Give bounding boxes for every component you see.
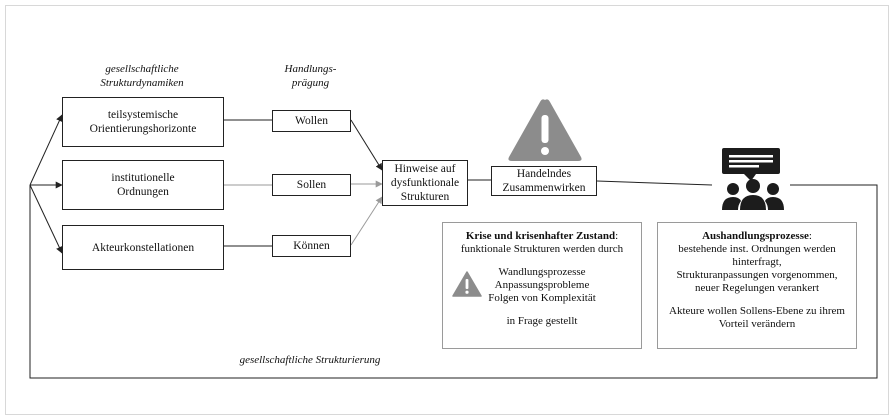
crisis-subtitle: funktionale Strukturen werden durch: [460, 243, 624, 255]
header-line: gesellschaftliche: [105, 63, 179, 75]
crisis-item: Anpassungsprobleme: [494, 279, 590, 291]
box-line: Orientierungshorizonte: [89, 123, 197, 135]
box-line: Ordnungen: [117, 186, 169, 198]
bottom-label: gesellschaftliche Strukturierung: [239, 354, 381, 366]
diagram-frame: [5, 5, 889, 415]
box-collective-action: Handelndes Zusammenwirken: [491, 166, 597, 196]
negotiation-heading: Aushandlungsprozesse:: [658, 223, 856, 243]
box-line: Hinweise auf: [394, 163, 456, 175]
negotiation-line: Strukturanpassungen vorgenommen,: [676, 269, 838, 281]
negotiation-title: Aushandlungsprozesse: [702, 230, 809, 242]
header-line: Handlungs-: [284, 63, 337, 75]
negotiation-footer-line: Akteure wollen Sollens-Ebene zu ihrem: [669, 305, 845, 317]
box-line: Zusammenwirken: [502, 182, 586, 194]
box-label: Sollen: [296, 179, 327, 191]
box-sollen: Sollen: [272, 174, 351, 196]
crisis-footer: in Frage gestellt: [506, 315, 578, 327]
box-subsystem-horizons: teilsystemische Orientierungshorizonte: [62, 97, 224, 147]
box-label: Können: [293, 240, 330, 252]
box-line: Akteurkonstellationen: [91, 241, 195, 254]
box-line: Handelndes: [516, 168, 572, 180]
box-line: institutionelle: [111, 172, 175, 184]
box-institutional-orders: institutionelle Ordnungen: [62, 160, 224, 210]
negotiation-box: Aushandlungsprozesse: bestehende inst. O…: [657, 222, 857, 349]
box-dysfunctional-hints: Hinweise auf dysfunktionale Strukturen: [382, 160, 468, 206]
box-actor-constellations: Akteurkonstellationen: [62, 225, 224, 270]
header-structural-dynamics: gesellschaftliche Strukturdynamiken: [82, 62, 202, 90]
warning-triangle-icon: [508, 99, 582, 161]
negotiation-line: neuer Regelungen verankert: [695, 282, 819, 294]
box-koennen: Können: [272, 235, 351, 257]
box-wollen: Wollen: [272, 110, 351, 132]
header-action-shaping: Handlungs- prägung: [268, 62, 353, 90]
header-line: Strukturdynamiken: [100, 77, 184, 89]
header-line: prägung: [291, 77, 330, 89]
crisis-item: Wandlungsprozesse: [498, 266, 586, 278]
negotiation-footer-line: Vorteil verändern: [718, 318, 796, 330]
box-line: dysfunktionale: [390, 177, 460, 189]
box-line: teilsystemische: [107, 109, 179, 121]
crisis-title: Krise und krisenhafter Zustand: [465, 230, 616, 242]
box-label: Wollen: [295, 115, 328, 127]
negotiation-line: hinterfragt,: [732, 256, 782, 268]
box-line: Strukturen: [400, 191, 450, 203]
warning-triangle-icon: [452, 271, 482, 297]
negotiation-title-suffix: :: [808, 230, 812, 242]
group-discussion-icon: [722, 148, 784, 210]
negotiation-line: bestehende inst. Ordnungen werden: [678, 243, 836, 255]
crisis-title-suffix: :: [615, 230, 619, 242]
crisis-heading: Krise und krisenhafter Zustand:: [443, 223, 641, 243]
crisis-item: Folgen von Komplexität: [488, 292, 596, 304]
